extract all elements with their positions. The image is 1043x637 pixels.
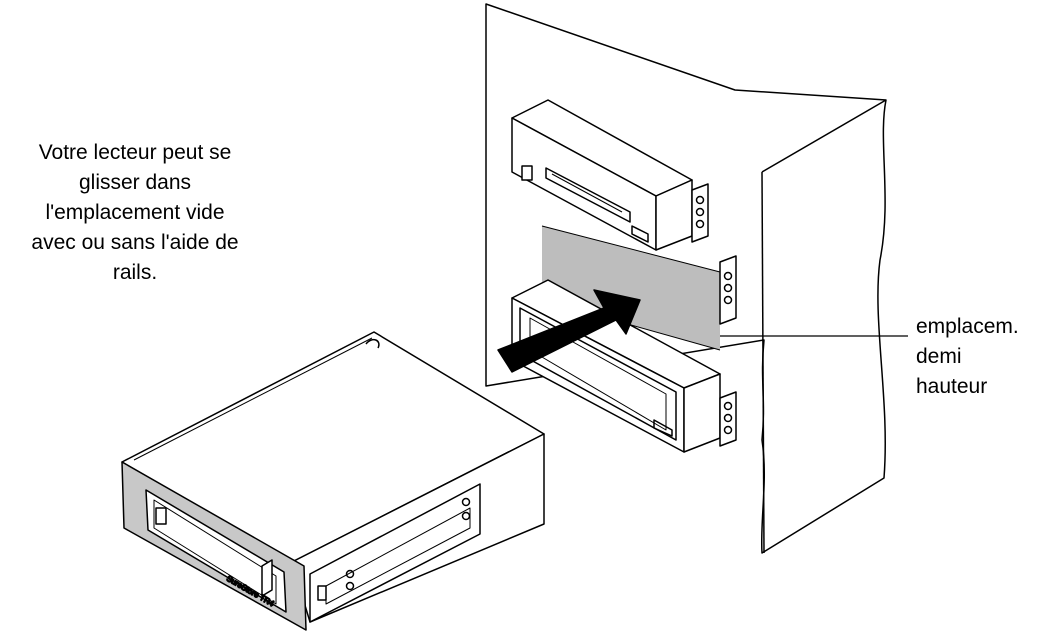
insertion-arrow: [497, 289, 641, 373]
floppy-drive: [511, 99, 709, 251]
loose-tape-drive: SureStore TR4: [121, 331, 545, 631]
installed-tape-drive: [511, 255, 737, 453]
half-height-bay-label: emplacem. demi hauteur: [916, 315, 1019, 398]
instruction-caption: Votre lecteur peut se glisser dans l'emp…: [31, 141, 239, 284]
